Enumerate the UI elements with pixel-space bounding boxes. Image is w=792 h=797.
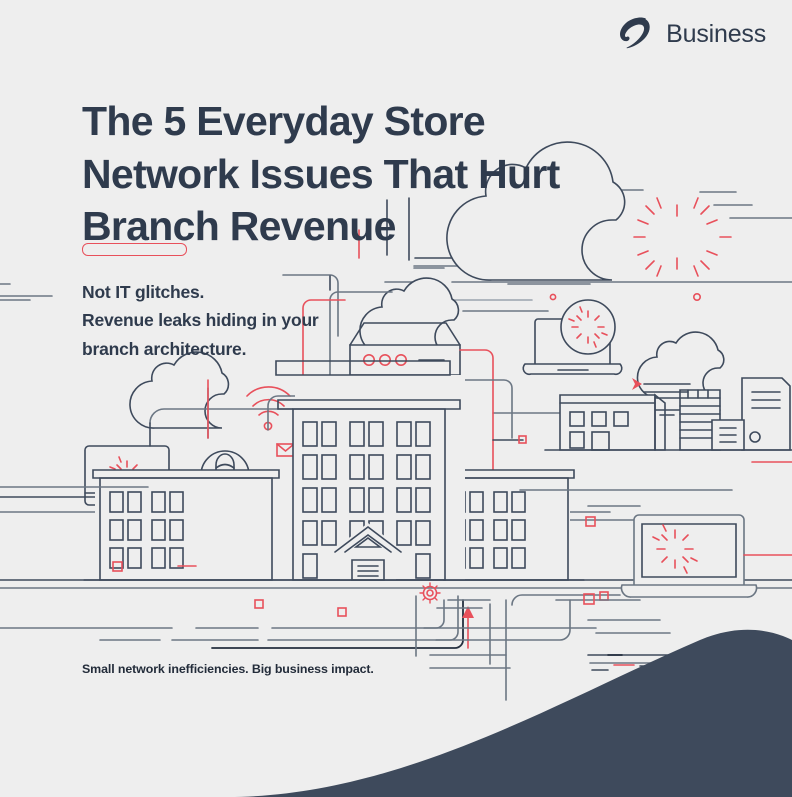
email-envelope-icon — [276, 443, 295, 457]
decor-dot — [549, 293, 557, 301]
headline-line-2: Network Issues That Hurt — [82, 150, 560, 197]
laptop-with-loading-spinner — [620, 514, 758, 598]
brand-label: Business — [666, 19, 766, 48]
laptop-with-circular-spinner — [522, 299, 623, 376]
accent-divider — [82, 243, 187, 256]
city-skyline-buildings — [544, 377, 792, 451]
subtitle: Not IT glitches. Revenue leaks hiding in… — [82, 278, 412, 363]
network-path-lines — [0, 561, 691, 701]
gear-icon — [419, 582, 441, 604]
office-tower-building — [275, 360, 465, 581]
subtitle-line-1: Not IT glitches. — [82, 282, 205, 302]
headline-line-1: The 5 Everyday Store — [82, 98, 486, 145]
cloud-outline — [129, 351, 230, 429]
decor-lines-right — [0, 461, 792, 605]
red-chevron-arrow — [632, 378, 642, 390]
subtitle-line-3: branch architecture. — [82, 338, 247, 359]
loading-spinner-icon — [652, 524, 698, 574]
airtel-swoosh-icon — [620, 17, 650, 49]
brand-logo[interactable]: Business — [616, 14, 766, 54]
subtitle-line-2: Revenue leaks hiding in your — [82, 310, 319, 331]
loading-spinner-icon — [568, 306, 608, 348]
headline-line-3: Branch Revenue — [82, 203, 396, 250]
loading-spinner-icon — [633, 197, 732, 277]
wifi-signal-icon — [246, 386, 291, 431]
bottom-wave-shape — [228, 629, 792, 797]
cloud-with-loading-spinner — [446, 141, 732, 281]
footnote-text: Small network inefficiencies. Big busine… — [82, 662, 374, 676]
left-wing-building — [92, 469, 280, 581]
page-title: The 5 Everyday Store Network Issues That… — [82, 95, 682, 252]
decor-dot — [692, 292, 701, 301]
